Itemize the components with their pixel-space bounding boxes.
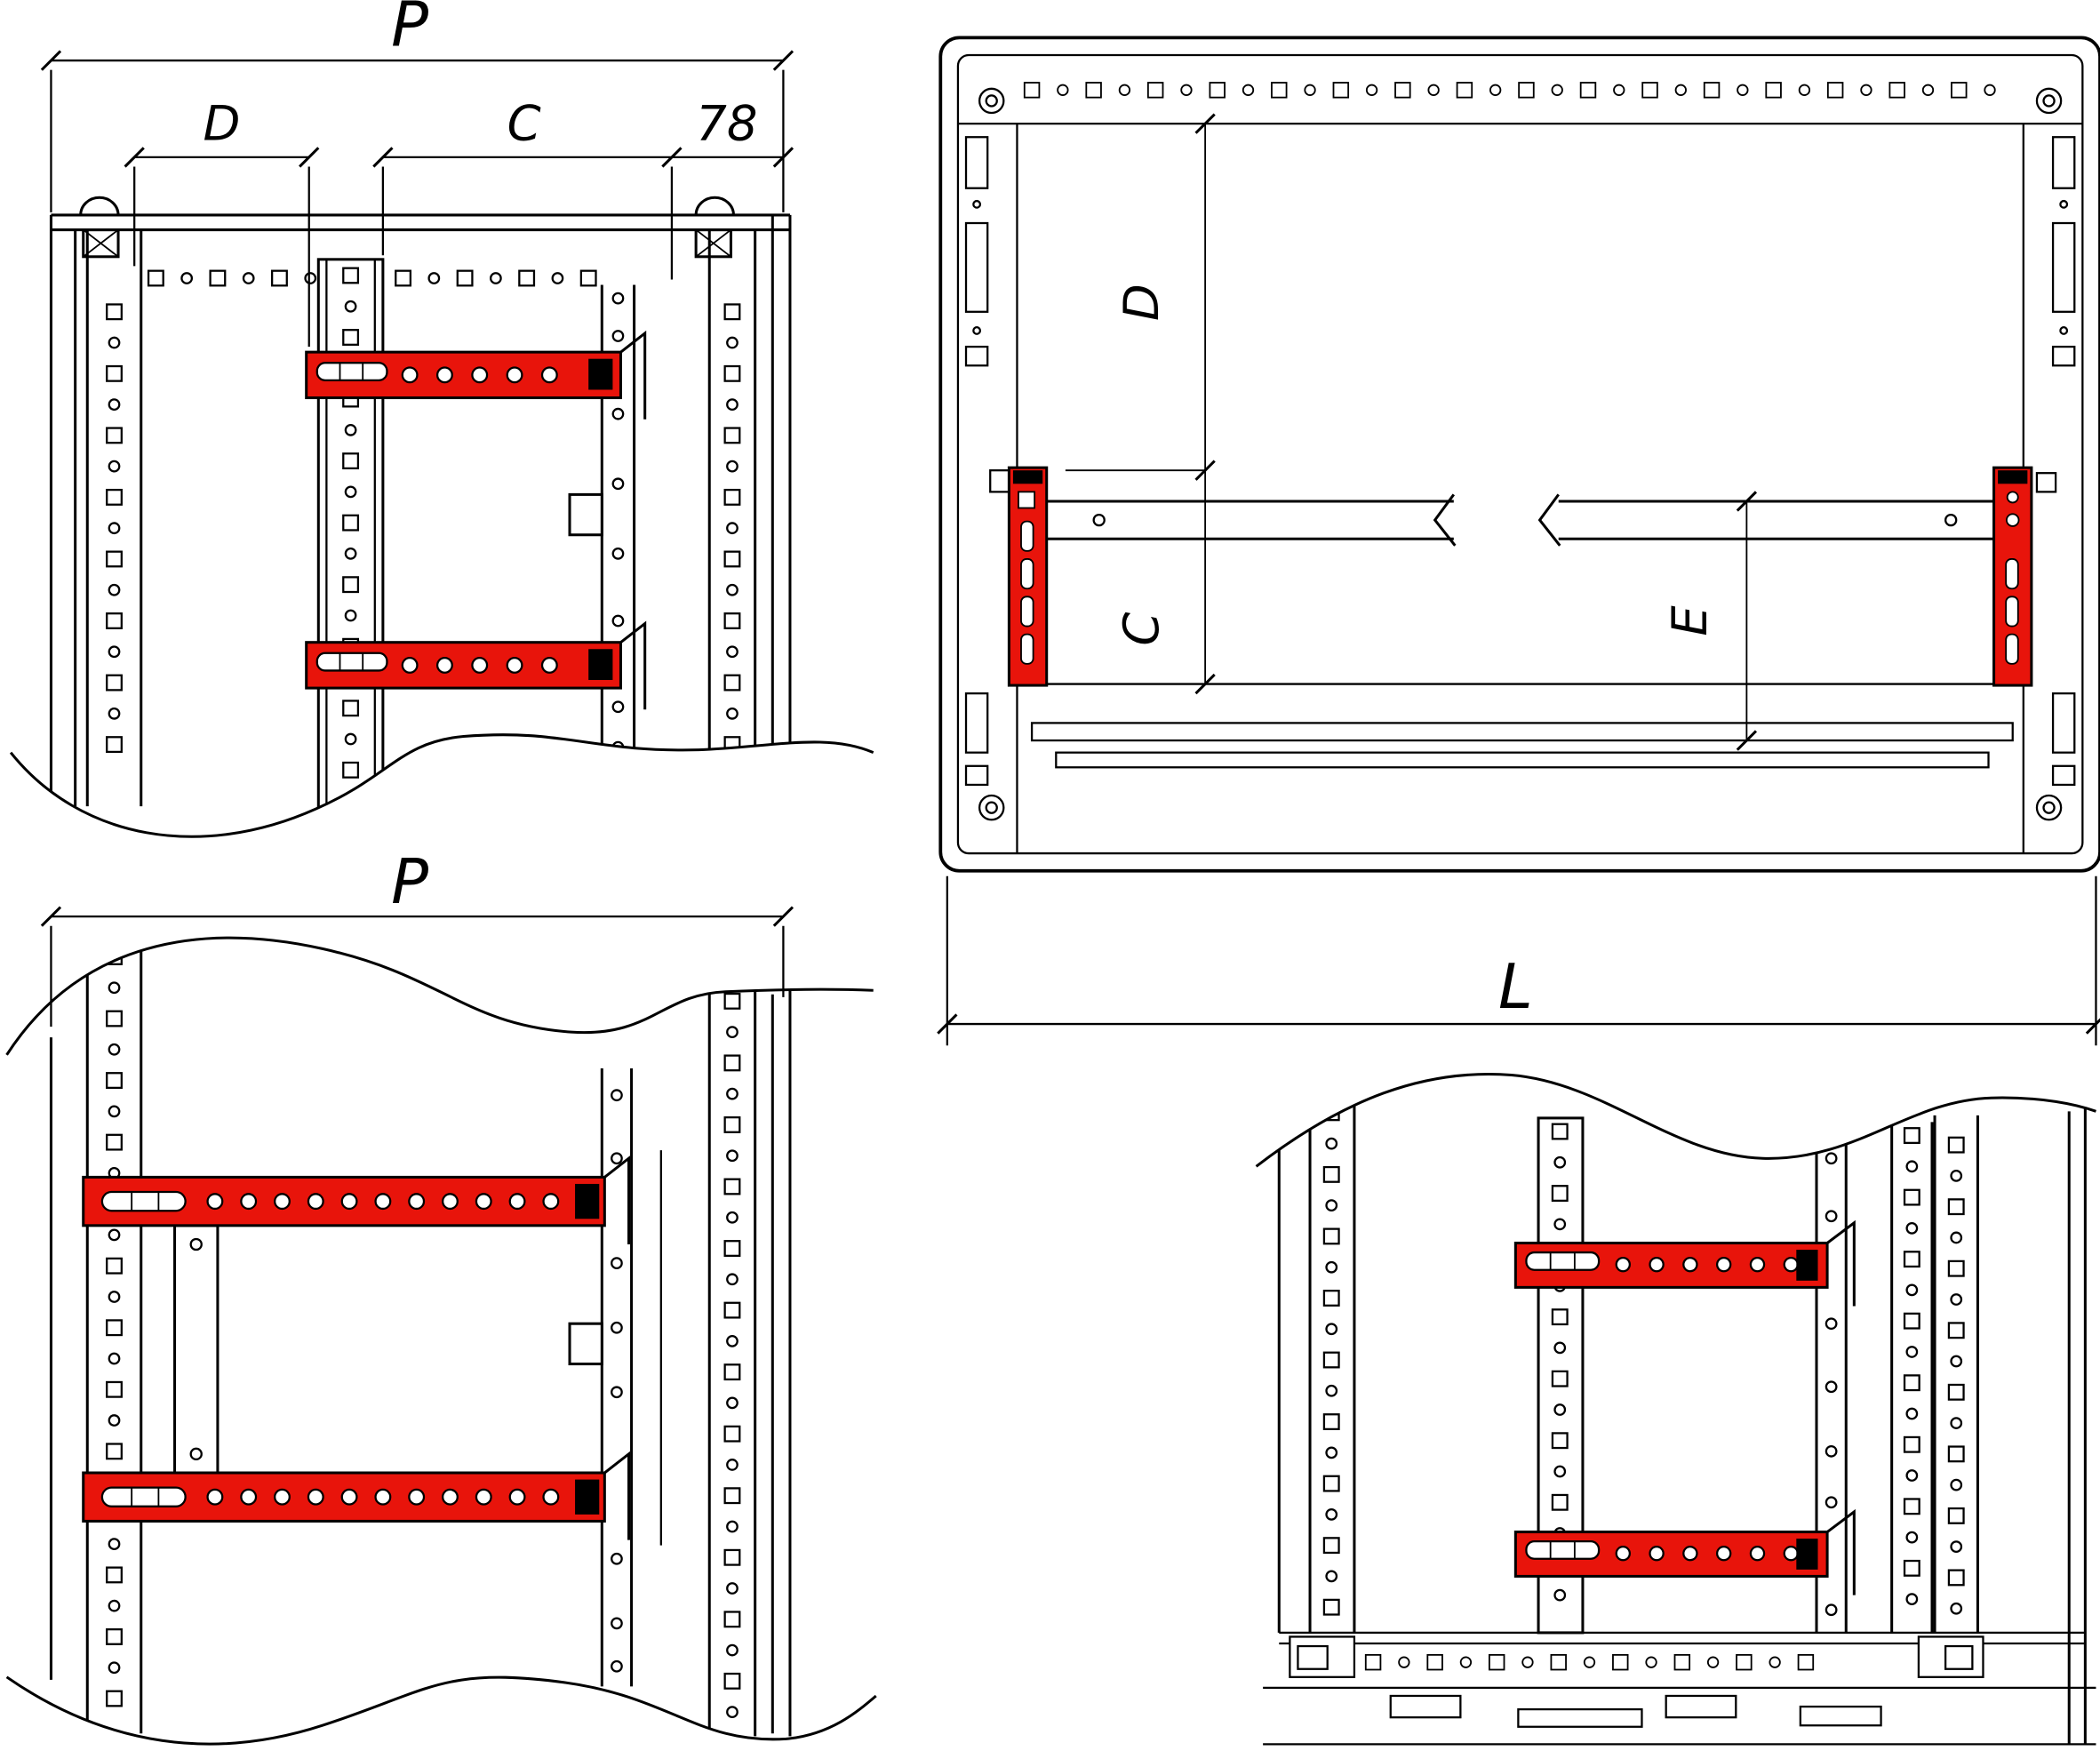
cross-member [1030,722,2014,742]
break-line-top [1255,1073,2096,1168]
label-d-top: D [203,94,240,151]
corner-plate-right [1917,1635,1984,1678]
perforation-column [1947,1136,1965,1615]
perforation-column [1903,1127,1920,1606]
label-c-top: C [507,94,541,151]
rail-end-cap [575,1479,600,1515]
red-rail-top-2 [1513,1219,1856,1307]
l-dimension [937,876,2100,1046]
red-rail-wide-top [82,1155,631,1244]
perforation-row [1364,1653,1815,1671]
perforation-column [723,303,741,782]
corner-plate-left [1289,1635,1356,1678]
panel-front-section-top [9,196,874,871]
rail-end-cap [1796,1539,1818,1570]
label-l: L [1498,951,1533,1023]
panel-side-section [1255,1056,2096,1746]
perforation-row [147,269,597,287]
p-dimension-bottom [40,906,794,1027]
perforation-row [1023,82,1996,99]
label-p-top: P [391,0,428,60]
enclosure-outline [938,36,2100,873]
plan-dimension-lines [1065,113,1758,751]
break-line [9,733,874,838]
panel-front-section-bottom: P [5,846,877,1751]
right-margin-slots [2051,136,2076,787]
rail-end-cap [1796,1250,1818,1281]
adapter-strip [173,1224,220,1475]
hole-column [611,1089,623,1673]
perforation-column [342,267,360,779]
cross-member-2 [1055,751,1990,769]
corner-screws [978,87,2063,821]
hole-column [1825,1152,1838,1617]
label-c-plan: C [1113,612,1170,646]
red-rail-wide-bottom [82,1451,631,1540]
rail-end-cap [575,1183,600,1219]
break-line-mask [6,1676,876,1751]
label-78: 78 [696,94,757,151]
red-rail-bottom [305,620,647,710]
red-rail-top [305,330,647,420]
label-d-plan: D [1113,284,1170,321]
hinge-knuckle-left [79,196,120,216]
break-line-top [5,936,874,1056]
perforation-column [723,992,741,1718]
latch-tab [568,1322,603,1366]
latch-tab [568,492,603,537]
break-line-bottom [5,1675,877,1746]
hinge-knuckle-right [694,196,735,216]
rail-end-cap [588,649,613,681]
left-margin-slots [964,136,989,787]
cross-rail-broken [1046,493,1999,547]
break-line-mask [1256,1056,2096,1167]
label-p-bottom: P [391,846,428,918]
perforation-column [106,303,123,754]
dimensions-front-top: P D C 78 [40,0,794,348]
perforation-column [106,948,123,1707]
perforation-column [1322,1104,1340,1616]
panel-plan-view: D C E L [937,36,2100,1046]
red-bracket-right [1992,466,2033,687]
break-line-mask [11,734,874,871]
label-e-plan: E [1661,605,1718,636]
rail-end-cap [588,358,613,390]
red-bracket-left [1007,466,1049,687]
red-rail-bottom-2 [1513,1508,1856,1595]
